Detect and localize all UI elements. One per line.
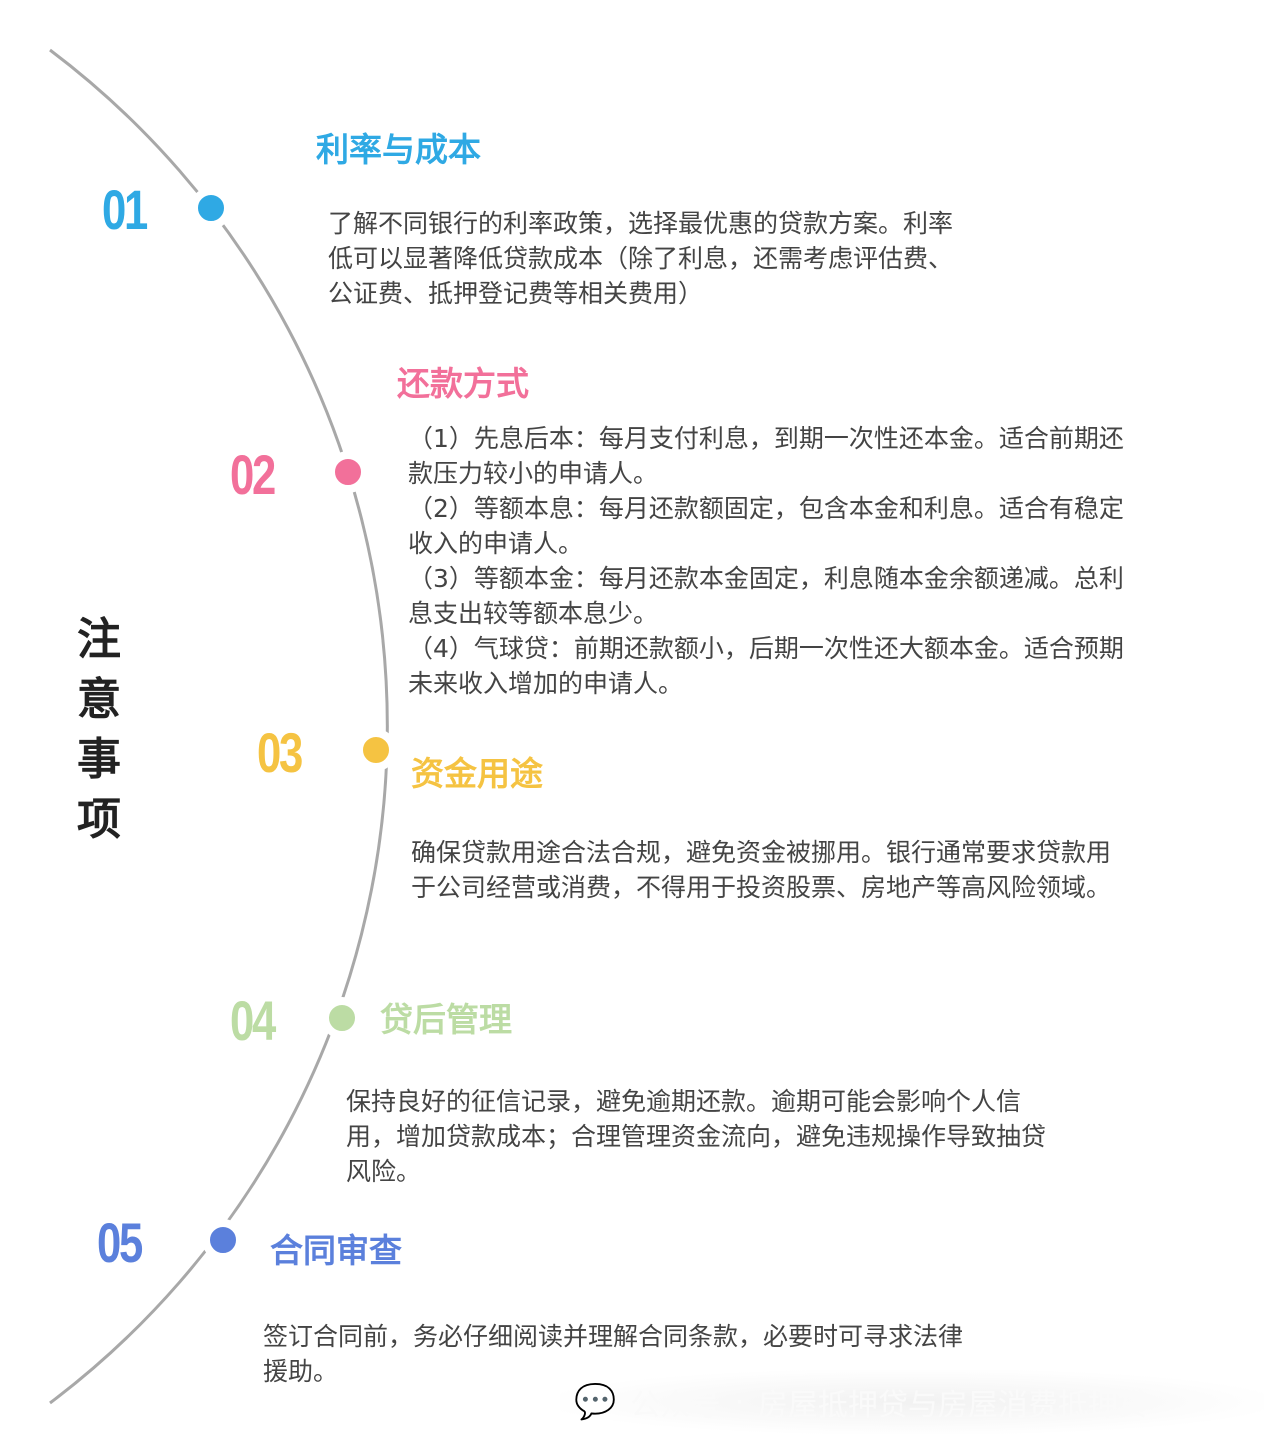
section-number: 05 — [97, 1211, 143, 1274]
body-line: 低可以显著降低贷款成本（除了利息，还需考虑评估费、 — [328, 244, 954, 273]
body-line: 确保贷款用途合法合规，避免资金被挪用。银行通常要求贷款用 — [411, 838, 1112, 867]
section-body: （1）先息后本：每月支付利息，到期一次性还本金。适合前期还 款压力较小的申请人。… — [408, 421, 1124, 701]
body-line: 收入的申请人。 — [408, 529, 584, 558]
timeline-dot-05 — [202, 1219, 244, 1261]
body-line: 款压力较小的申请人。 — [408, 459, 659, 488]
body-line: （2）等额本息：每月还款额固定，包含本金和利息。适合有稳定 — [408, 494, 1124, 523]
section-title: 合同审查 — [270, 1231, 402, 1270]
side-title: 注 意 事 项 — [74, 610, 124, 850]
section-body: 确保贷款用途合法合规，避免资金被挪用。银行通常要求贷款用 于公司经营或消费，不得… — [411, 835, 1111, 905]
body-line: （1）先息后本：每月支付利息，到期一次性还本金。适合前期还 — [408, 424, 1124, 453]
section-body: 了解不同银行的利率政策，选择最优惠的贷款方案。利率 低可以显著降低贷款成本（除了… — [328, 206, 953, 311]
section-number: 01 — [102, 178, 148, 241]
body-line: 风险。 — [346, 1157, 422, 1186]
body-line: 息支出较等额本息少。 — [408, 599, 659, 628]
timeline-dot-03 — [355, 729, 397, 771]
wechat-icon: 💬 — [574, 1382, 617, 1422]
body-line: 了解不同银行的利率政策，选择最优惠的贷款方案。利率 — [328, 209, 954, 238]
watermark-separator: · — [734, 1384, 744, 1420]
watermark-name: 房屋抵押贷与房屋消费抵押贷 — [757, 1388, 1148, 1423]
body-line: 未来收入增加的申请人。 — [408, 669, 684, 698]
section-number: 04 — [230, 989, 276, 1052]
body-line: 于公司经营或消费，不得用于投资股票、房地产等高风险领域。 — [411, 873, 1112, 902]
timeline-dot-04 — [321, 997, 363, 1039]
body-line: （4）气球贷：前期还款额小，后期一次性还大额本金。适合预期 — [408, 634, 1124, 663]
section-title: 还款方式 — [397, 364, 529, 403]
side-title-char: 事 — [77, 734, 121, 785]
body-line: 保持良好的征信记录，避免逾期还款。逾期可能会影响个人信 — [346, 1087, 1022, 1116]
side-title-char: 项 — [77, 794, 121, 845]
body-line: （3）等额本金：每月还款本金固定，利息随本金余额递减。总利 — [408, 564, 1124, 593]
section-title: 贷后管理 — [380, 1000, 512, 1039]
section-body: 签订合同前，务必仔细阅读并理解合同条款，必要时可寻求法律 援助。 — [263, 1319, 963, 1389]
timeline-dot-02 — [327, 451, 369, 493]
body-line: 用，增加贷款成本；合理管理资金流向，避免违规操作导致抽贷 — [346, 1122, 1047, 1151]
timeline-dot-01 — [190, 187, 232, 229]
body-line: 公证费、抵押登记费等相关费用） — [328, 279, 704, 308]
side-title-char: 意 — [77, 674, 121, 725]
section-number: 02 — [230, 443, 276, 506]
body-line: 援助。 — [263, 1357, 339, 1386]
section-title: 利率与成本 — [316, 130, 481, 169]
section-title: 资金用途 — [411, 754, 543, 793]
watermark: 💬 公众号 · 房屋抵押贷与房屋消费抵押贷 — [560, 1370, 1264, 1434]
section-number: 03 — [257, 721, 303, 784]
watermark-prefix: 公众号 — [630, 1388, 721, 1423]
section-body: 保持良好的征信记录，避免逾期还款。逾期可能会影响个人信 用，增加贷款成本；合理管… — [346, 1084, 1046, 1189]
side-title-char: 注 — [77, 614, 121, 665]
body-line: 签订合同前，务必仔细阅读并理解合同条款，必要时可寻求法律 — [263, 1322, 964, 1351]
